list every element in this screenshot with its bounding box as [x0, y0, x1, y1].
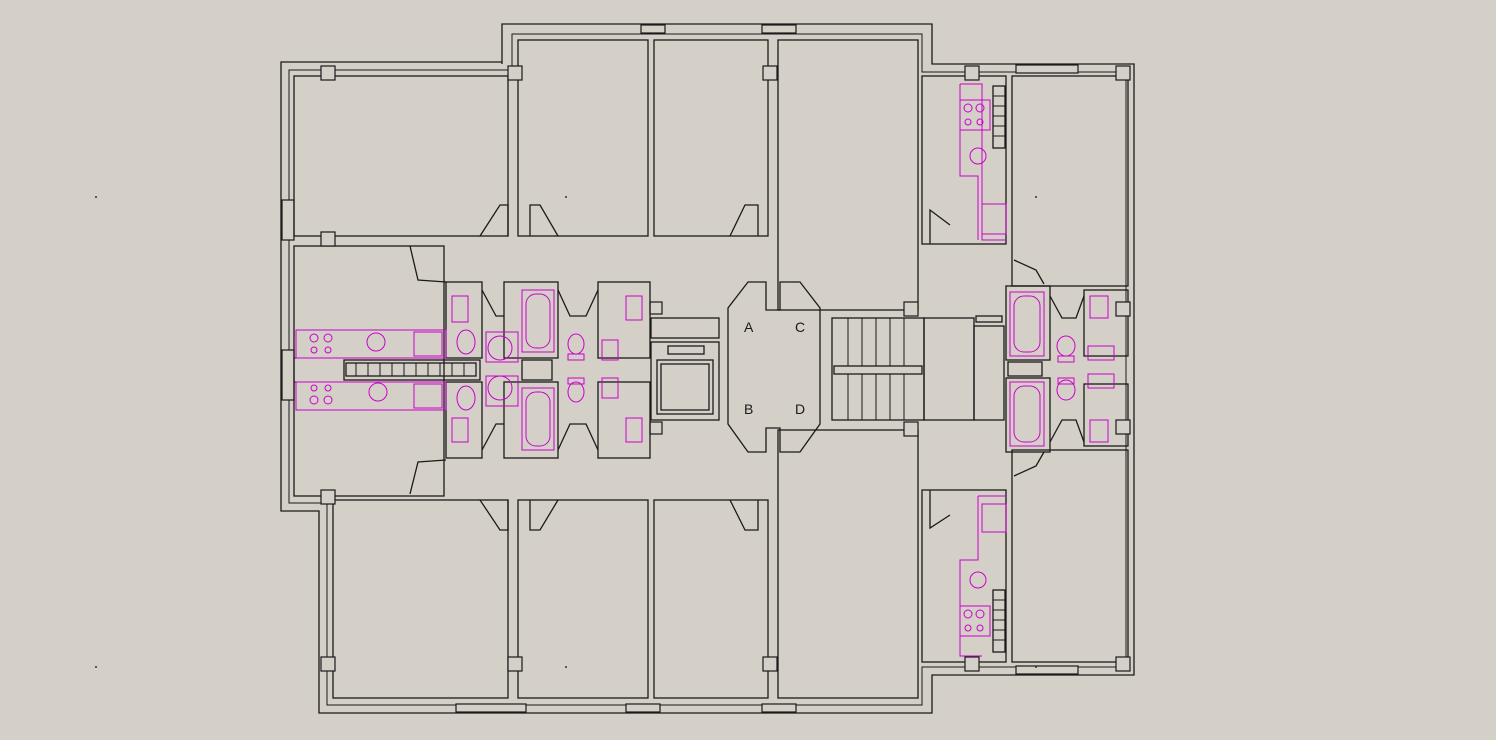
central-core — [649, 281, 821, 453]
top-rooms — [293, 39, 1129, 311]
plumbing-fixtures — [295, 83, 1115, 657]
west-bathroom-block — [343, 281, 651, 459]
east-bathroom-block — [1005, 285, 1131, 453]
west-wing-rooms — [293, 245, 445, 497]
core-label-a: A — [744, 319, 754, 335]
core-label-b: B — [744, 401, 753, 417]
corridor-openings — [409, 204, 1045, 531]
staircase — [831, 301, 1005, 437]
core-label-d: D — [795, 401, 805, 417]
vent-shafts — [345, 85, 1006, 653]
reference-dots — [95, 196, 1037, 668]
bottom-rooms — [332, 429, 1129, 699]
structural-columns — [320, 65, 1131, 672]
core-label-c: C — [795, 319, 805, 335]
